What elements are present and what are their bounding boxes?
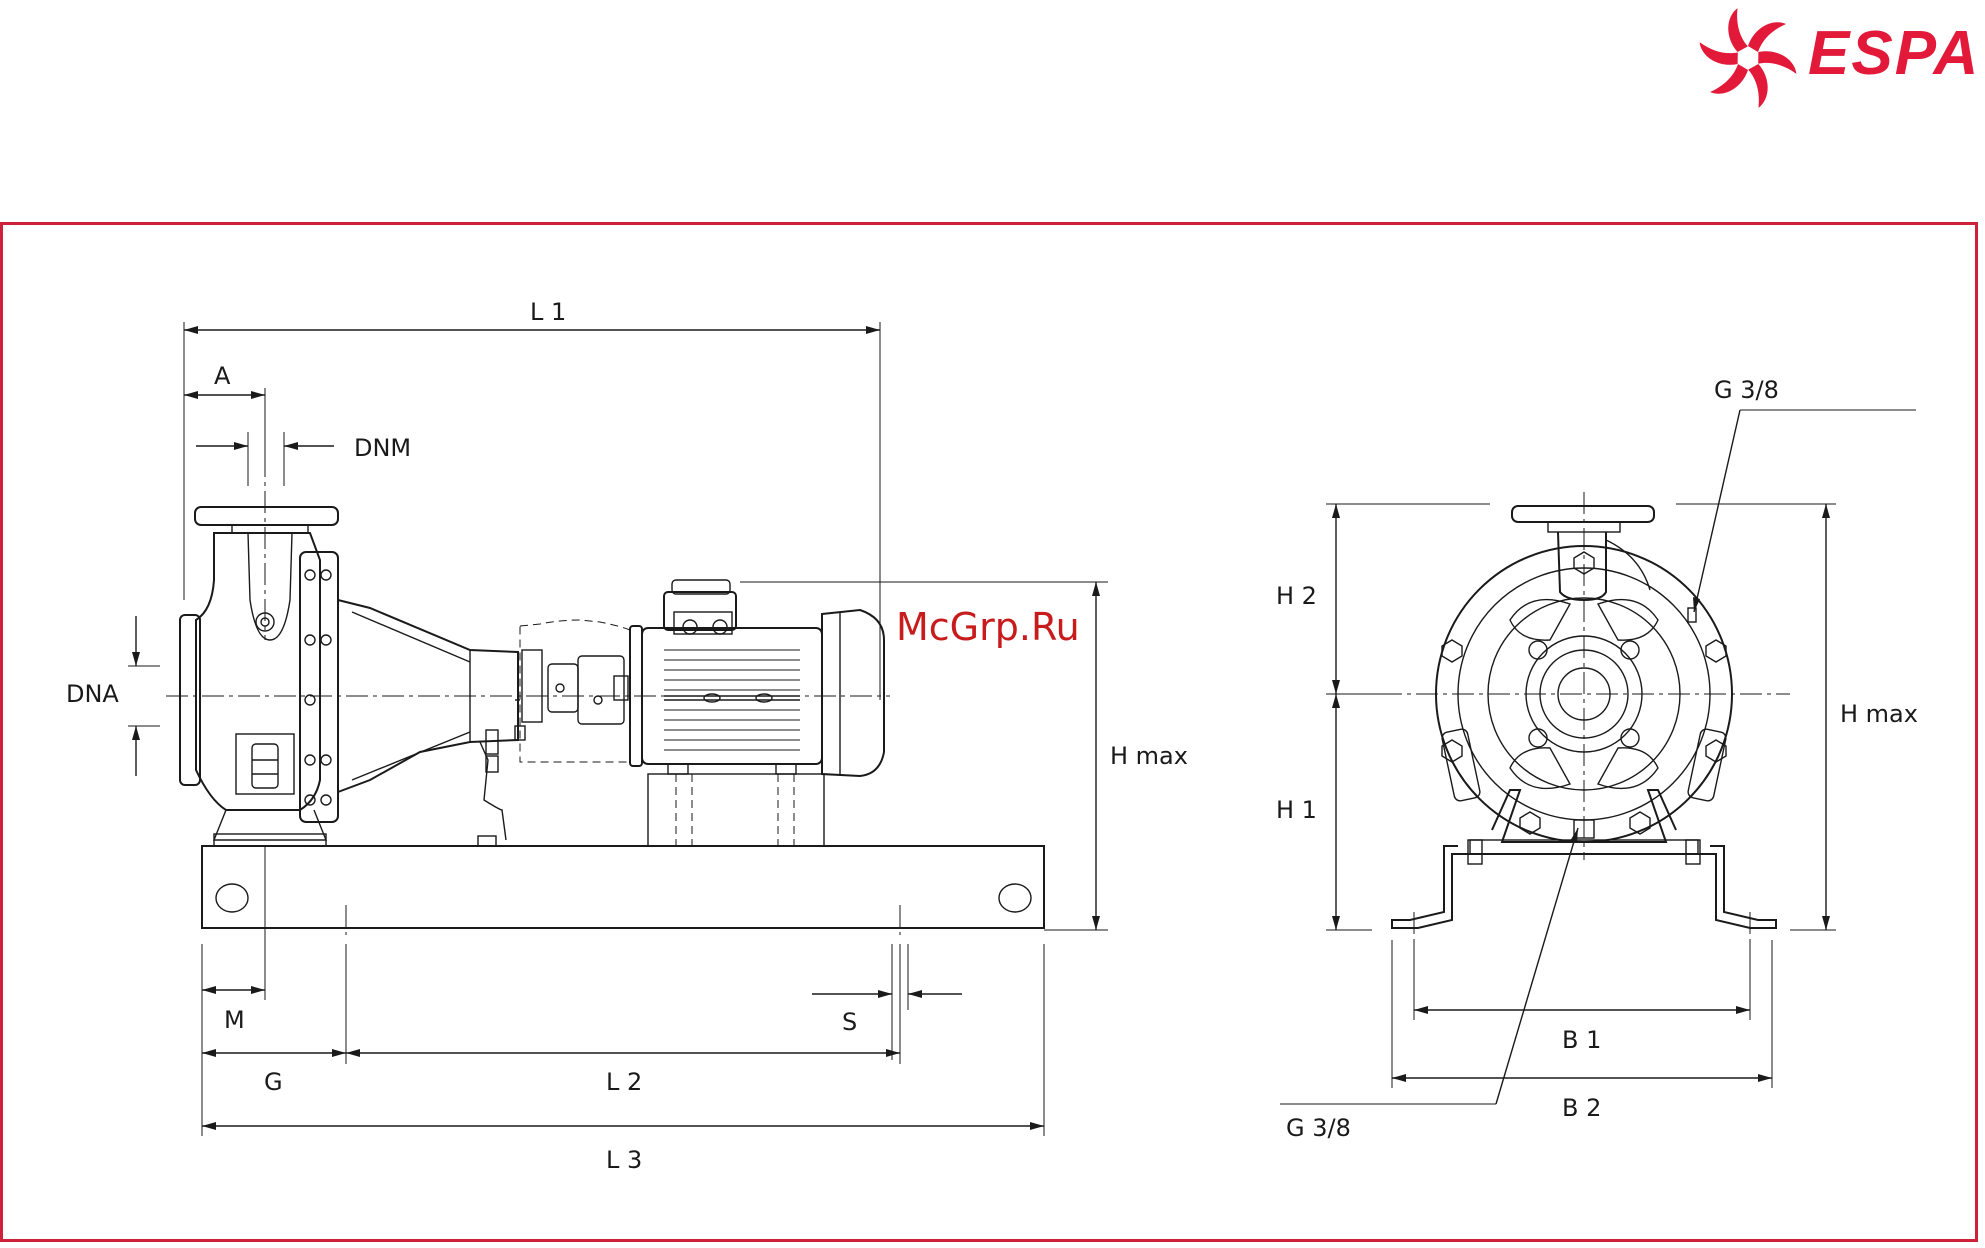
front-view: G 3/8 H 2 H 1 H max B 1 B 2 G 3/8	[1276, 376, 1918, 1142]
dim-label-a: A	[214, 362, 231, 390]
dim-label-g38-top: G 3/8	[1714, 376, 1779, 404]
dim-label-hmax-front: H max	[1840, 700, 1918, 728]
base-hole-left	[216, 884, 248, 912]
dim-label-dna: DNA	[66, 680, 119, 708]
dim-label-b1: B 1	[1562, 1026, 1601, 1054]
dim-label-m: M	[224, 1006, 245, 1034]
dim-label-dnm: DNM	[354, 434, 411, 462]
dim-label-b2: B 2	[1562, 1094, 1601, 1122]
dim-label-h2: H 2	[1276, 582, 1317, 610]
pump-casing	[180, 507, 338, 846]
base-plate	[202, 846, 1044, 928]
watermark-text: McGrp.Ru	[896, 605, 1080, 649]
side-view-dimensions	[128, 322, 1108, 1136]
bearing-bracket	[338, 600, 518, 846]
dim-label-g: G	[264, 1068, 283, 1096]
dim-label-l2: L 2	[606, 1068, 642, 1096]
dim-label-g38-bottom: G 3/8	[1286, 1114, 1351, 1142]
dim-label-l1: L 1	[530, 298, 566, 326]
dim-label-s: S	[842, 1008, 857, 1036]
electric-motor	[630, 580, 884, 846]
front-view-dimensions	[1280, 410, 1916, 1104]
coupling-guard	[515, 620, 630, 762]
base-hole-right	[999, 884, 1031, 912]
dim-label-h1: H 1	[1276, 796, 1317, 824]
side-view: L 1 A DNM DNA H max M S G L 2 L 3	[66, 298, 1188, 1174]
dim-label-l3: L 3	[606, 1146, 642, 1174]
dim-label-hmax-side: H max	[1110, 742, 1188, 770]
